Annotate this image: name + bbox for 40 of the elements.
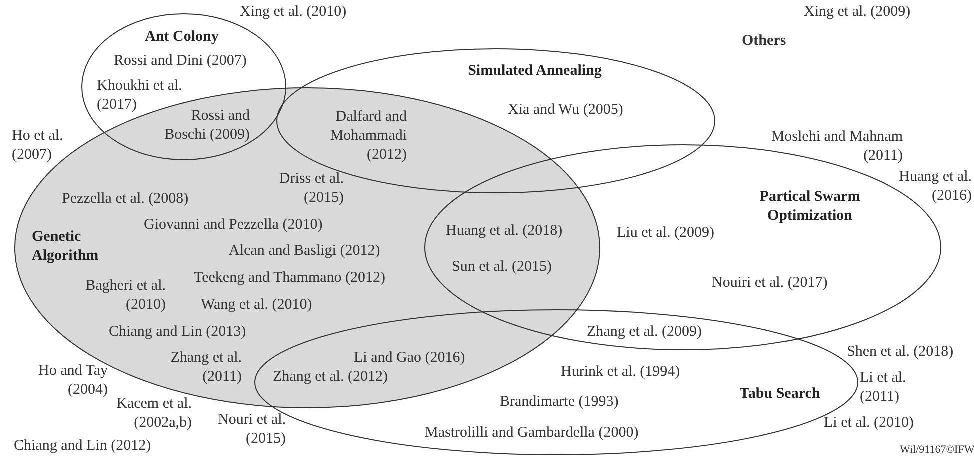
group-heading: Others <box>742 32 786 51</box>
citation-label: Teekeng and Thammano (2012) <box>194 269 386 288</box>
citation-label: Alcan and Basligi (2012) <box>229 242 380 261</box>
citation-label: Pezzella et al. (2008) <box>62 190 189 209</box>
citation-label: Chiang and Lin (2012) <box>14 437 152 456</box>
citation-label: Xing et al. (2010) <box>240 3 347 22</box>
citation-label: Huang et al. (2018) <box>446 222 563 241</box>
citation-label: Kacem et al. (2002a,b) <box>116 395 192 433</box>
citation-label: Rossi and Dini (2007) <box>114 52 247 71</box>
citation-label: Liu et al. (2009) <box>617 224 714 243</box>
set-heading: Ant Colony <box>144 28 220 47</box>
citation-label: Wang et al. (2010) <box>201 296 312 315</box>
citation-label: Nouri et al. (2015) <box>217 411 286 449</box>
citation-label: Li et al. (2011) <box>860 369 908 407</box>
citation-label: Li and Gao (2016) <box>354 349 466 368</box>
citation-label: Driss et al. (2015) <box>278 170 344 208</box>
citation-label: Ho et al. (2007) <box>12 127 64 165</box>
citation-label: Sun et al. (2015) <box>452 258 552 277</box>
citation-label: Xing et al. (2009) <box>804 3 911 22</box>
citation-label: Moslehi and Mahnam (2011) <box>770 128 903 166</box>
citation-label: Dalfard and Mohammadi (2012) <box>329 108 407 165</box>
citation-label: Shen et al. (2018) <box>847 343 954 362</box>
citation-label: Zhang et al. (2009) <box>587 323 702 342</box>
citation-label: Ho and Tay (2004) <box>38 362 108 400</box>
citation-label: Zhang et al. (2012) <box>273 368 388 387</box>
set-heading: Tabu Search <box>738 385 822 404</box>
citation-label: Chiang and Lin (2013) <box>109 323 246 342</box>
set-heading: Partical Swarm Optimization <box>758 188 862 226</box>
citation-label: Mastrolilli and Gambardella (2000) <box>425 424 639 443</box>
citation-label: Huang et al. (2016) <box>898 168 972 206</box>
citation-label: Giovanni and Pezzella (2010) <box>144 216 323 235</box>
citation-label: Brandimarte (1993) <box>500 393 619 412</box>
citation-label: Li et al. (2010) <box>824 414 914 433</box>
citation-label: Hurink et al. (1994) <box>561 363 680 382</box>
set-heading: Simulated Annealing <box>467 62 603 81</box>
citation-label: Xia and Wu (2005) <box>508 101 624 120</box>
citation-label: Zhang et al. (2011) <box>170 349 242 387</box>
citation-label: Nouiri et al. (2017) <box>712 274 828 293</box>
citation-label: Bagheri et al. (2010) <box>84 277 166 315</box>
set-heading: Genetic Algorithm <box>32 228 100 266</box>
